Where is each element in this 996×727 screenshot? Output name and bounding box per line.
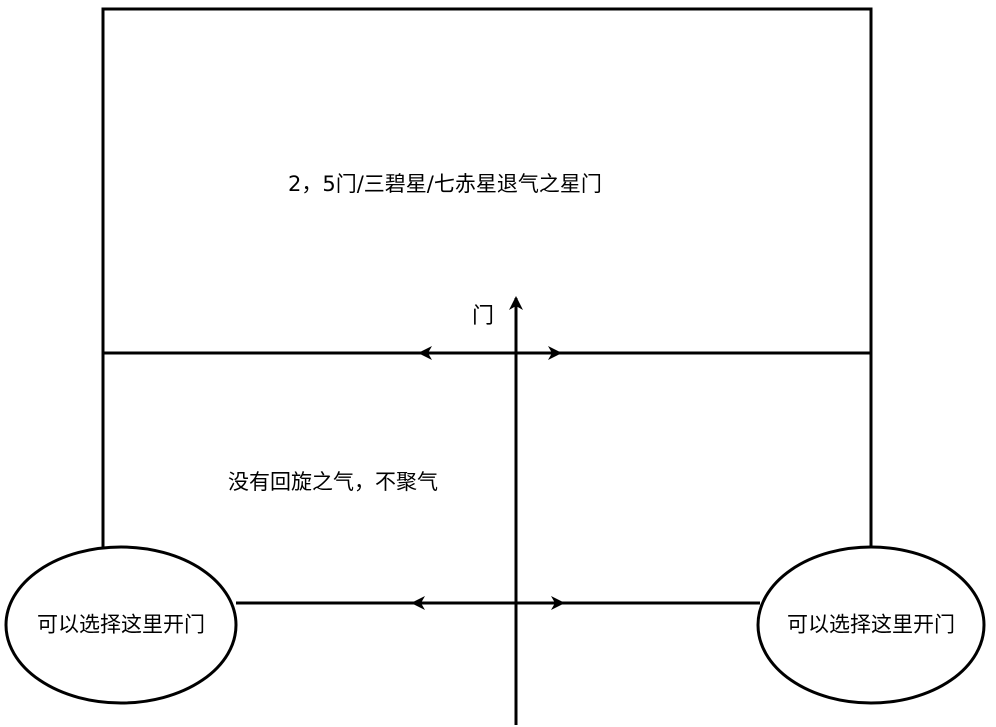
left-door-option-label: 可以选择这里开门 bbox=[37, 612, 205, 637]
door-label: 门 bbox=[472, 304, 495, 329]
lower-room-label: 没有回旋之气，不聚气 bbox=[228, 470, 438, 494]
top-room-label: 2，5门/三碧星/七赤星退气之星门 bbox=[288, 172, 602, 196]
top-room-box bbox=[101, 7, 873, 355]
right-door-option-label: 可以选择这里开门 bbox=[787, 612, 955, 637]
left-door-ellipse bbox=[4, 545, 238, 705]
right-door-ellipse bbox=[756, 545, 986, 705]
